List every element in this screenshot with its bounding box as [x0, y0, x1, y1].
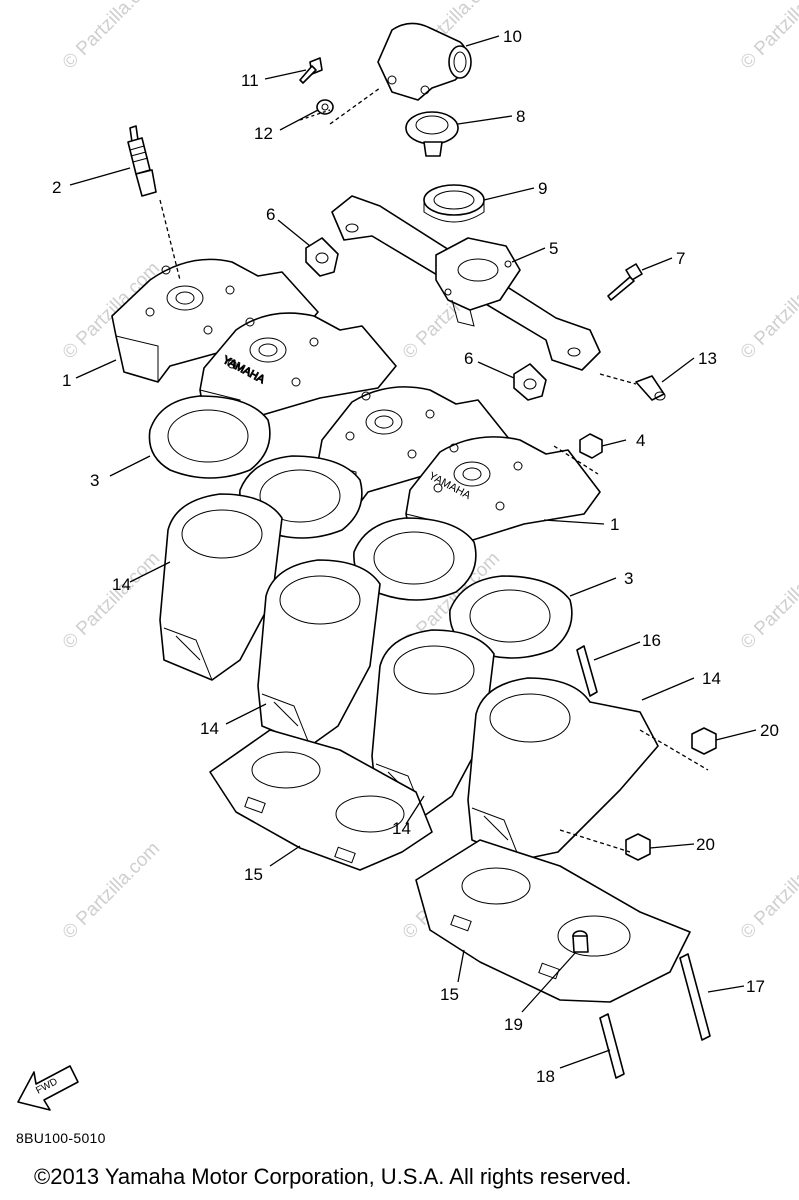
head-gasket-part[interactable]: [148, 395, 271, 479]
nut-part[interactable]: [579, 433, 603, 459]
thermostat-part[interactable]: [405, 111, 459, 157]
callout-15[interactable]: 15: [440, 985, 459, 1004]
fitting-part[interactable]: [635, 375, 666, 401]
callout-12[interactable]: 12: [254, 124, 273, 143]
callout-16[interactable]: 16: [642, 631, 661, 650]
callout-19[interactable]: 19: [504, 1015, 523, 1034]
cylinder-part[interactable]: [257, 559, 381, 747]
callout-20[interactable]: 20: [760, 721, 779, 740]
callout-14[interactable]: 14: [392, 819, 411, 838]
callout-2[interactable]: 2: [52, 178, 61, 197]
watermark: © Partzilla.com: [59, 838, 164, 943]
callout-11[interactable]: 11: [241, 71, 259, 90]
callout-14[interactable]: 14: [112, 575, 131, 594]
watermark: © Partzilla.com: [59, 548, 164, 653]
stud-bolt-part[interactable]: [599, 1013, 625, 1079]
cylinder-head-part[interactable]: [317, 386, 511, 509]
callout-10[interactable]: 10: [503, 27, 522, 46]
callout-5[interactable]: 5: [549, 239, 558, 258]
callout-18[interactable]: 18: [536, 1067, 555, 1086]
callout-6[interactable]: 6: [266, 205, 275, 224]
cylinder-part[interactable]: [159, 493, 283, 681]
callout-6[interactable]: 6: [464, 349, 473, 368]
callout-labels: 10 11 8 12 2 9 6 5 7 6 13 1 4 3 1 14 3 1…: [52, 27, 779, 1086]
thermostat-cover-part[interactable]: [377, 22, 472, 101]
watermark: © Partzilla.com: [737, 258, 799, 363]
watermark: © Partzilla.com: [737, 0, 799, 74]
head-gasket-part[interactable]: [449, 575, 573, 659]
copyright-notice: ©2013 Yamaha Motor Corporation, U.S.A. A…: [34, 1164, 632, 1189]
callout-8[interactable]: 8: [516, 107, 525, 126]
callout-20[interactable]: 20: [696, 835, 715, 854]
callout-15[interactable]: 15: [244, 865, 263, 884]
forward-direction-arrow-icon: FWD: [17, 1065, 79, 1111]
nut-part[interactable]: [625, 833, 651, 861]
nut-part[interactable]: [691, 727, 717, 755]
dowel-pin-part[interactable]: [572, 930, 589, 953]
callout-17[interactable]: 17: [746, 977, 765, 996]
drawing-number: 8BU100-5010: [16, 1130, 106, 1146]
water-manifold-part[interactable]: [331, 195, 601, 371]
spark-plug-part[interactable]: [127, 125, 157, 197]
callout-1[interactable]: 1: [62, 371, 71, 390]
stud-bolt-part[interactable]: [576, 645, 598, 697]
callout-9[interactable]: 9: [538, 179, 547, 198]
stud-bolt-part[interactable]: [679, 953, 711, 1041]
callout-7[interactable]: 7: [676, 249, 685, 268]
leader-lines: [69, 35, 757, 1069]
callout-3[interactable]: 3: [624, 569, 633, 588]
cylinder-head-part[interactable]: [111, 258, 319, 383]
manifold-gasket-part[interactable]: [513, 363, 547, 401]
bolt-part[interactable]: [299, 57, 323, 84]
head-gasket-part[interactable]: [353, 517, 477, 601]
callout-4[interactable]: 4: [636, 431, 645, 450]
watermark: © Partzilla.com: [59, 0, 164, 74]
watermark: © Partzilla.com: [737, 548, 799, 653]
callout-1[interactable]: 1: [610, 515, 619, 534]
seal-ring-part[interactable]: [423, 184, 485, 223]
callout-14[interactable]: 14: [200, 719, 219, 738]
manifold-gasket-part[interactable]: [305, 237, 339, 277]
bolt-part[interactable]: [607, 263, 643, 301]
cylinder-part[interactable]: [467, 677, 659, 861]
callout-3[interactable]: 3: [90, 471, 99, 490]
watermark: © Partzilla.com: [737, 838, 799, 943]
callout-13[interactable]: 13: [698, 349, 717, 368]
base-gasket-part[interactable]: [209, 729, 433, 871]
callout-14[interactable]: 14: [702, 669, 721, 688]
